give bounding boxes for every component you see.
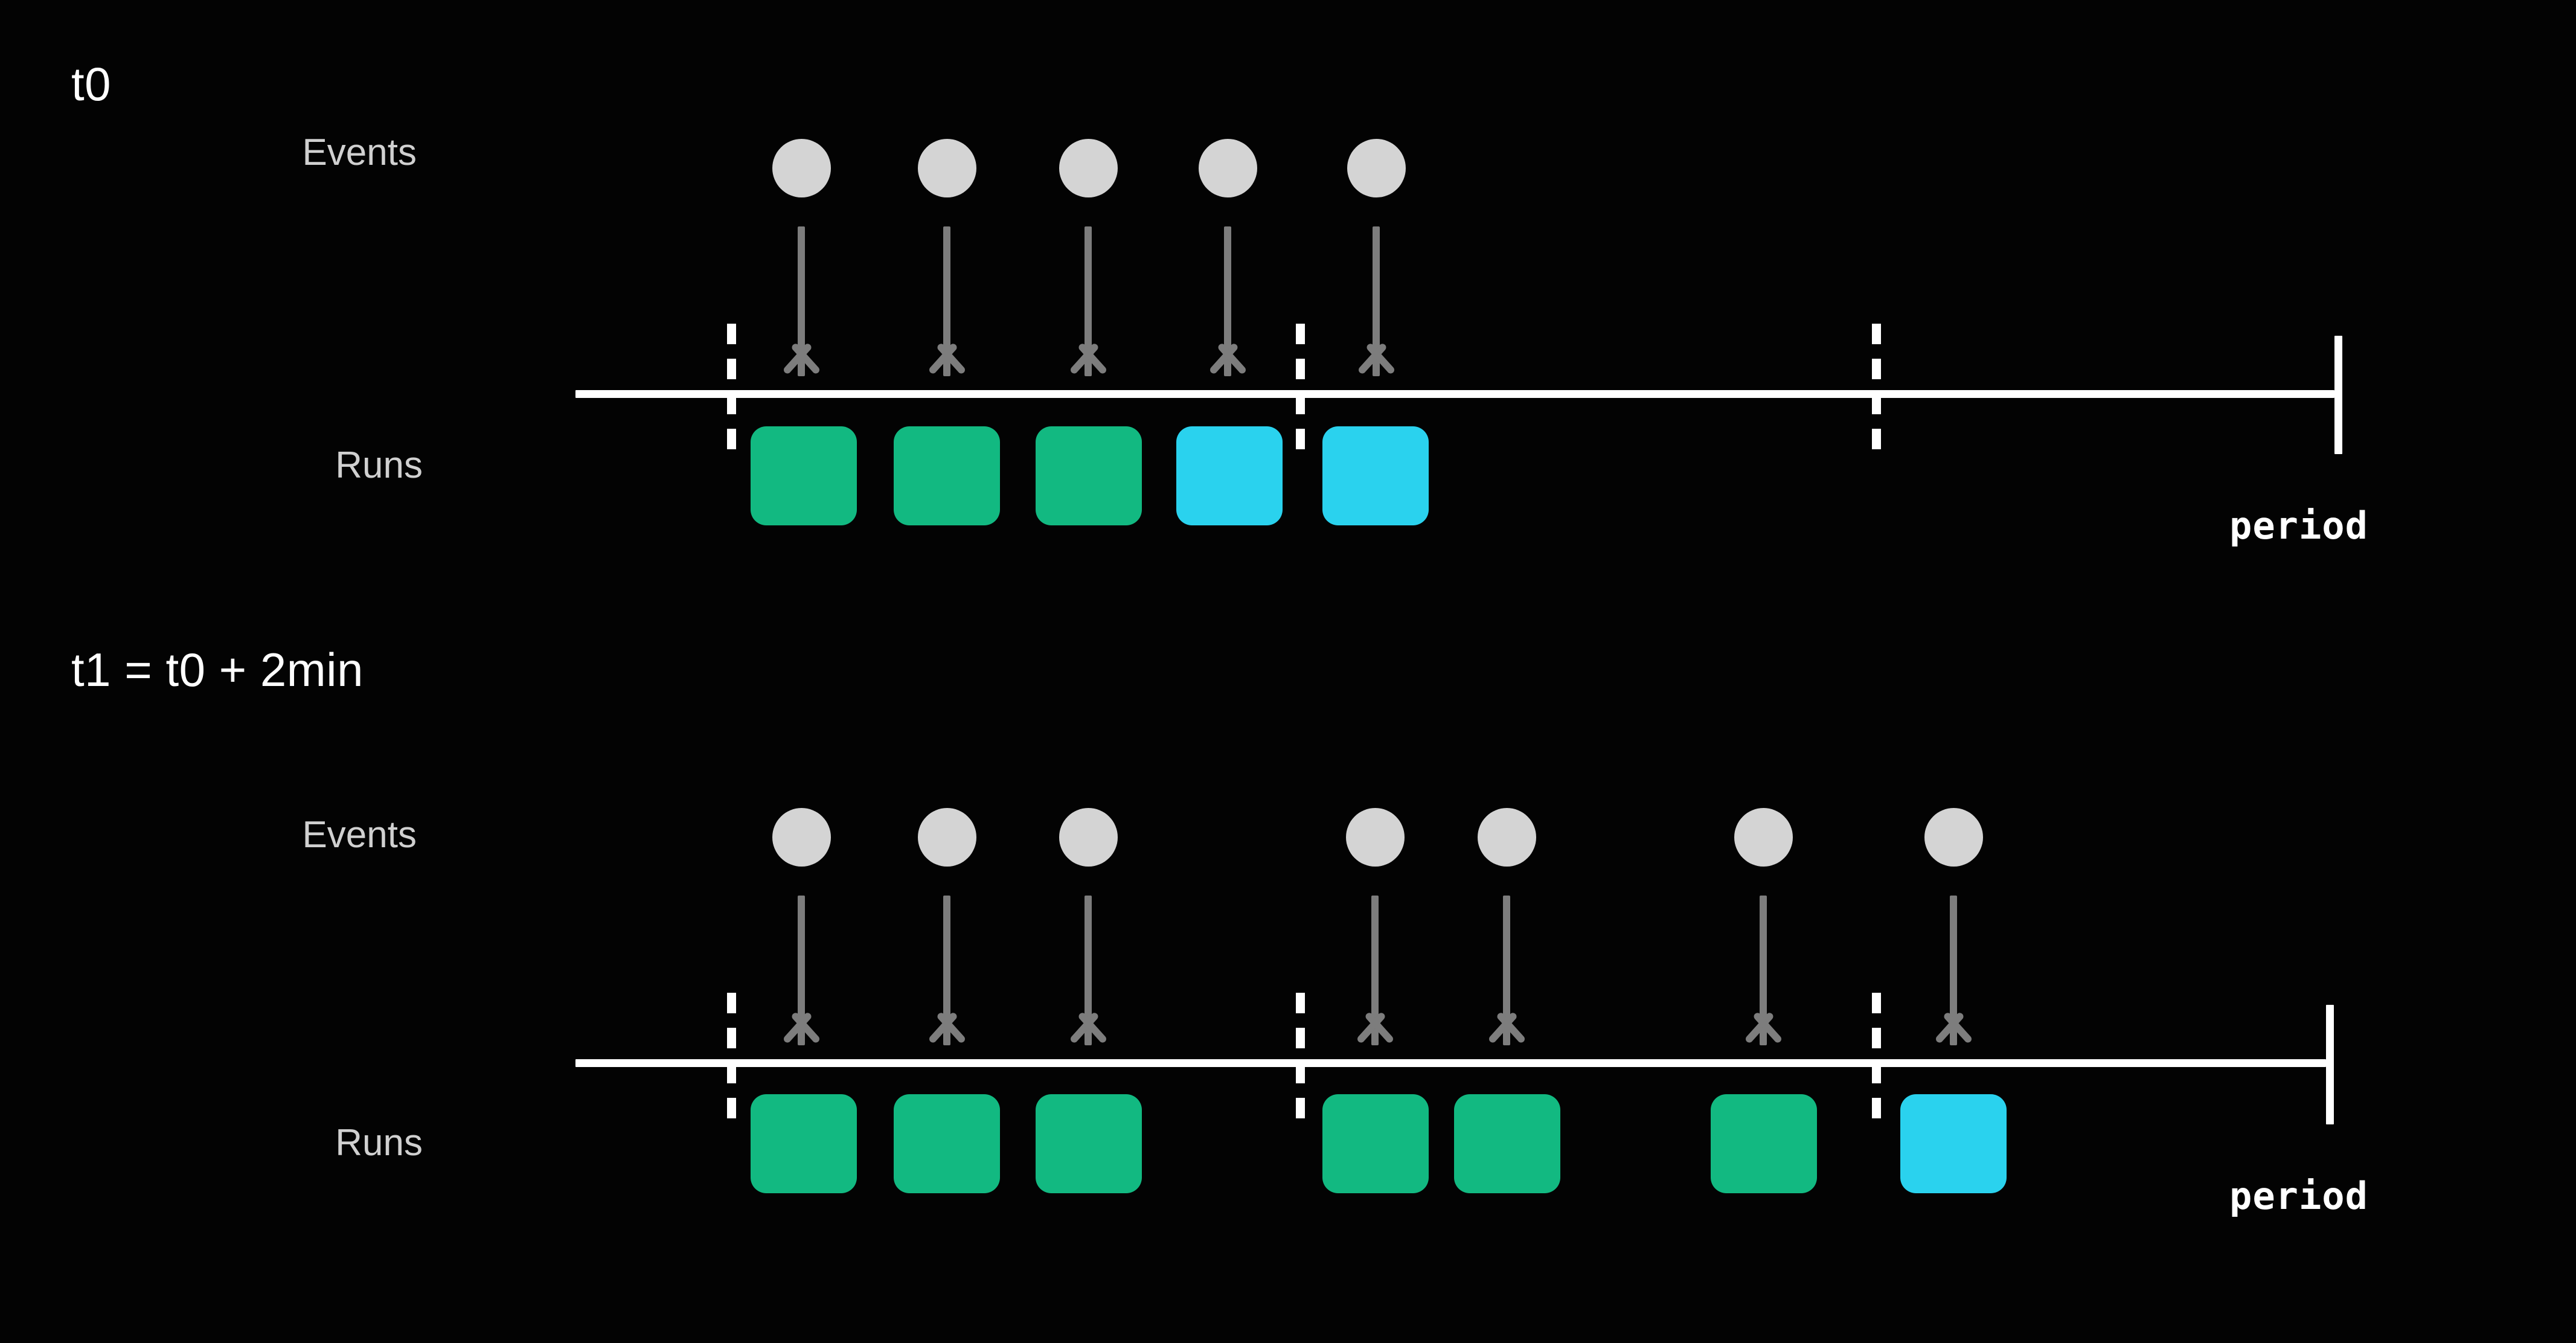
period-boundary-marker — [1296, 324, 1305, 450]
event-arrow — [1059, 226, 1118, 376]
timeline-axis-t1 — [575, 1059, 2326, 1067]
events-row-label-t1: Events — [302, 814, 417, 856]
run-block-green[interactable] — [1454, 1094, 1560, 1193]
event-arrow — [1346, 896, 1405, 1045]
section-title-t0: t0 — [71, 57, 112, 111]
runs-row-label-t0: Runs — [335, 444, 423, 486]
period-boundary-marker — [1872, 993, 1881, 1120]
run-block-green[interactable] — [1322, 1094, 1429, 1193]
runs-row-label-t1: Runs — [335, 1122, 423, 1164]
event-dot — [1347, 139, 1406, 197]
event-dot — [1924, 808, 1983, 867]
run-block-green[interactable] — [894, 426, 1000, 525]
run-block-cyan[interactable] — [1322, 426, 1429, 525]
period-boundary-marker — [727, 324, 736, 450]
period-label-t1: period — [2229, 1174, 2368, 1218]
event-dot — [1059, 808, 1118, 867]
event-dot — [772, 139, 831, 197]
event-dot — [1059, 139, 1118, 197]
period-label-t0: period — [2229, 504, 2368, 548]
timeline-end-tick-t1 — [2326, 1005, 2334, 1124]
event-arrow — [918, 896, 976, 1045]
run-block-green[interactable] — [1036, 426, 1142, 525]
run-block-green[interactable] — [1711, 1094, 1817, 1193]
run-block-cyan[interactable] — [1900, 1094, 2007, 1193]
event-dot — [918, 808, 976, 867]
event-dot — [1199, 139, 1257, 197]
run-block-cyan[interactable] — [1176, 426, 1283, 525]
event-dot — [772, 808, 831, 867]
event-dot — [918, 139, 976, 197]
event-arrow — [1734, 896, 1793, 1045]
run-block-green[interactable] — [751, 1094, 857, 1193]
event-dot — [1734, 808, 1793, 867]
run-block-green[interactable] — [1036, 1094, 1142, 1193]
events-row-label-t0: Events — [302, 132, 417, 173]
period-boundary-marker — [1872, 324, 1881, 450]
event-arrow — [1347, 226, 1406, 376]
event-arrow — [1059, 896, 1118, 1045]
period-boundary-marker — [727, 993, 736, 1120]
event-arrow — [772, 226, 831, 376]
timeline-axis-t0 — [575, 390, 2334, 398]
section-title-t1: t1 = t0 + 2min — [71, 643, 364, 696]
run-block-green[interactable] — [751, 426, 857, 525]
event-arrow — [1478, 896, 1536, 1045]
period-boundary-marker — [1296, 993, 1305, 1120]
event-dot — [1478, 808, 1536, 867]
event-arrow — [918, 226, 976, 376]
event-arrow — [1924, 896, 1983, 1045]
run-block-green[interactable] — [894, 1094, 1000, 1193]
event-arrow — [1199, 226, 1257, 376]
event-arrow — [772, 896, 831, 1045]
timeline-end-tick-t0 — [2334, 336, 2342, 454]
event-dot — [1346, 808, 1405, 867]
